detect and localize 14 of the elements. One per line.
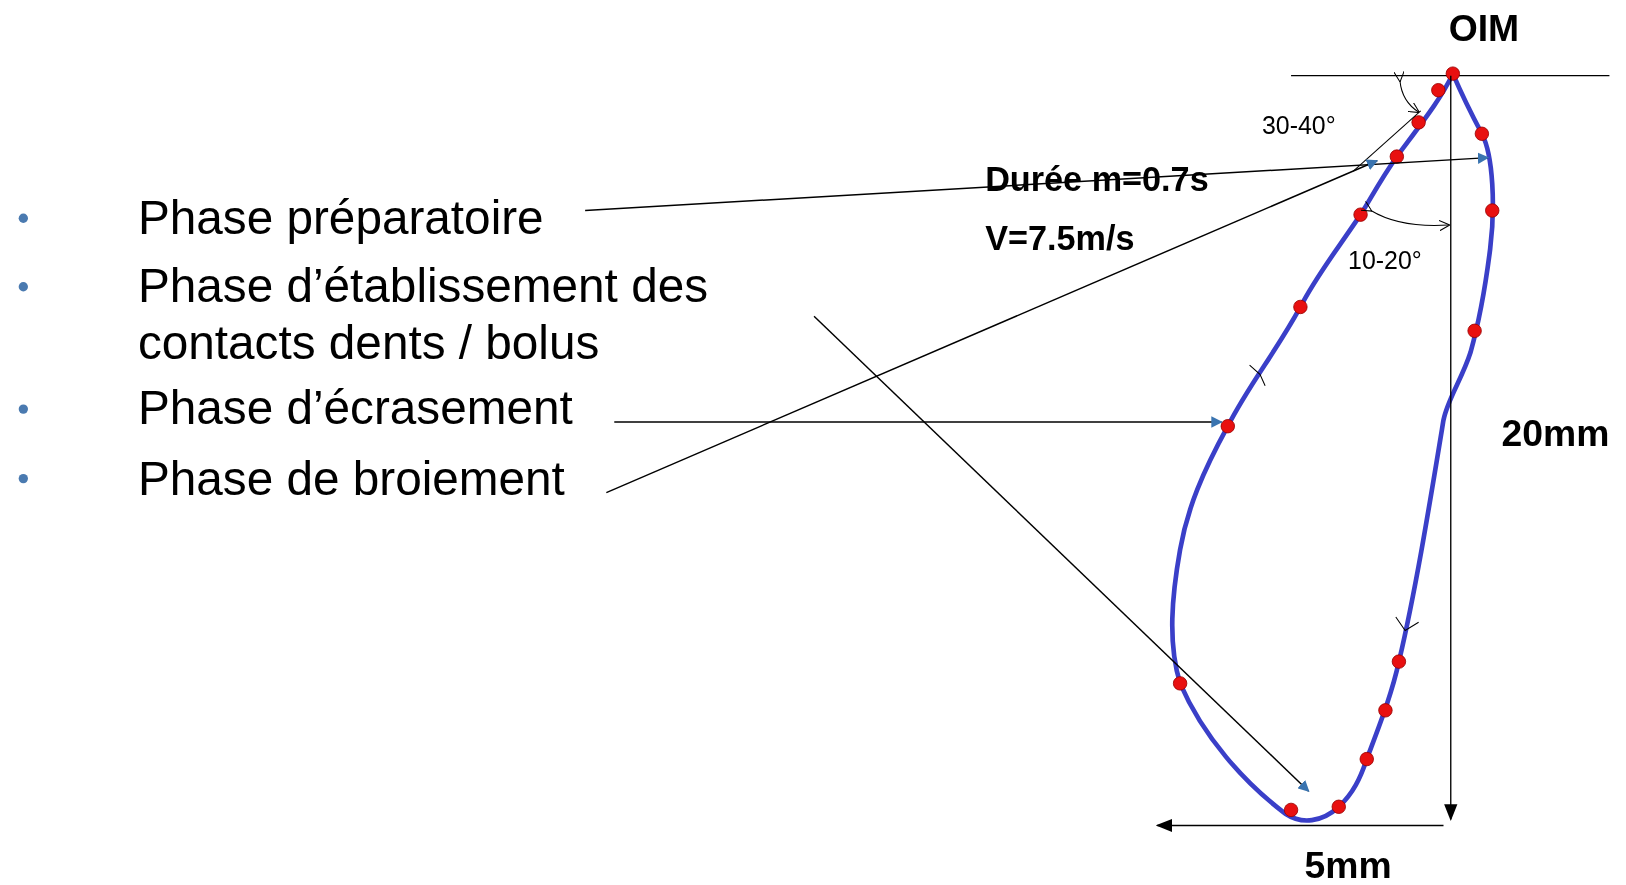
phase-text: Phase d’écrasement xyxy=(137,379,573,437)
point-label: OIM xyxy=(1448,8,1520,50)
angle-label: 30-40° xyxy=(1262,112,1336,140)
phase-text: Phase de broiement xyxy=(137,450,565,508)
measurement-text: V=7.5m/s xyxy=(985,219,1135,258)
leader-line xyxy=(613,416,1223,428)
phase-text: Phase préparatoire xyxy=(137,189,544,247)
leader-line xyxy=(813,315,1310,792)
leader-line xyxy=(584,152,1490,212)
dimension-label: 20mm xyxy=(1501,412,1610,454)
dimension-label: 5mm xyxy=(1304,845,1392,885)
angle-label: 10-20° xyxy=(1348,246,1422,275)
phase-text: Phase d’établissement des contacts dents / bolus xyxy=(137,257,802,372)
leader-line xyxy=(605,159,1379,494)
